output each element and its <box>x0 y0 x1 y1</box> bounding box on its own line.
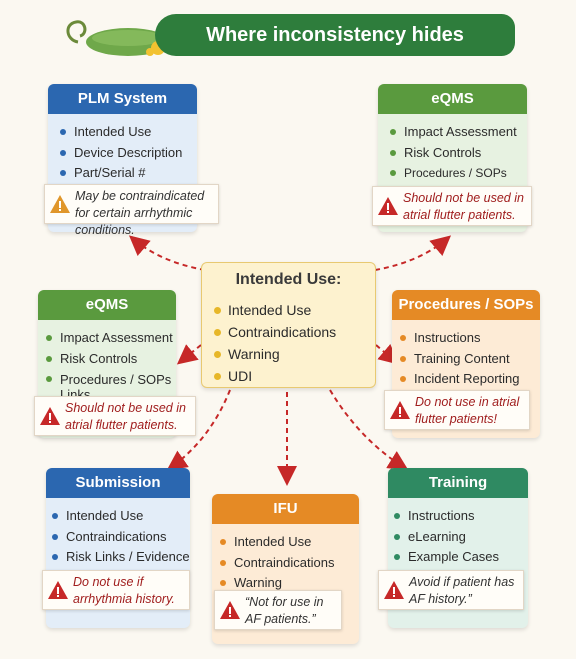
warning-text: May be contraindicated for certain arrhy… <box>75 189 205 237</box>
warning-text: “Not for use in AF patients.” <box>245 595 324 626</box>
intended-use-card: Intended Use: Intended Use Contraindicat… <box>201 262 376 388</box>
list-item: Contraindications <box>50 527 190 548</box>
warning-text: Do not use if arrhythmia history. <box>73 575 175 606</box>
plm-system-title: PLM System <box>48 84 197 114</box>
procedures-warning: Do not use in atrial flutter patients! <box>384 390 530 430</box>
list-item: Part/Serial # <box>58 163 197 184</box>
ifu-title: IFU <box>212 494 359 524</box>
eqms-left-warning: Should not be used in atrial flutter pat… <box>34 396 196 436</box>
list-item: Contraindications <box>218 553 359 574</box>
list-item: Incident Reporting <box>398 369 540 390</box>
warning-icon <box>220 601 240 619</box>
warning-icon <box>390 401 410 419</box>
submission-title: Submission <box>46 468 190 498</box>
list-item: Risk Controls <box>44 349 176 370</box>
warning-icon <box>384 581 404 599</box>
warning-text: Do not use in atrial flutter patients! <box>415 395 520 426</box>
list-item: Contraindications <box>212 321 375 343</box>
ifu-warning: “Not for use in AF patients.” <box>214 590 342 630</box>
list-item: Training Content <box>398 349 540 370</box>
eqms-top-warning: Should not be used in atrial flutter pat… <box>372 186 532 226</box>
list-item: UDI <box>212 365 375 387</box>
list-item: eLearning <box>392 527 528 548</box>
warning-icon <box>40 407 60 425</box>
training-title: Training <box>388 468 528 498</box>
eqms-left-title: eQMS <box>38 290 176 320</box>
intended-use-title: Intended Use: <box>235 271 342 288</box>
eqms-top-title: eQMS <box>378 84 527 114</box>
list-item: Intended Use <box>218 532 359 553</box>
list-item: Impact Assessment <box>44 328 176 349</box>
list-item: Example Cases <box>392 547 528 568</box>
list-item: Instructions <box>398 328 540 349</box>
list-item: Warning <box>218 573 359 594</box>
warning-icon <box>50 195 70 213</box>
procedures-title: Procedures / SOPs <box>392 290 540 320</box>
list-item: Risk Controls <box>388 143 527 164</box>
arrow-to-plm <box>128 235 206 271</box>
list-item: Intended Use <box>58 122 197 143</box>
list-item: Instructions <box>392 506 528 527</box>
warning-icon <box>48 581 68 599</box>
list-item: Impact Assessment <box>388 122 527 143</box>
page-title: Where inconsistency hides <box>155 14 515 56</box>
submission-warning: Do not use if arrhythmia history. <box>42 570 190 610</box>
list-item: Intended Use <box>50 506 190 527</box>
arrow-to-eqms-left <box>176 344 202 365</box>
warning-text: Should not be used in atrial flutter pat… <box>65 401 186 432</box>
arrow-to-eqms-top <box>374 235 452 271</box>
list-item: Device Description <box>58 143 197 164</box>
training-warning: Avoid if patient has AF history.” <box>378 570 524 610</box>
arrow-to-submission <box>166 389 231 471</box>
warning-icon <box>378 197 398 215</box>
list-item: Warning <box>212 343 375 365</box>
arrow-to-training <box>329 389 409 471</box>
list-item: Intended Use <box>212 299 375 321</box>
warning-text: Avoid if patient has AF history.” <box>409 575 515 606</box>
plm-warning: May be contraindicated for certain arrhy… <box>44 184 219 237</box>
list-item: Risk Links / Evidence <box>50 547 190 568</box>
warning-text: Should not be used in atrial flutter pat… <box>403 191 524 222</box>
